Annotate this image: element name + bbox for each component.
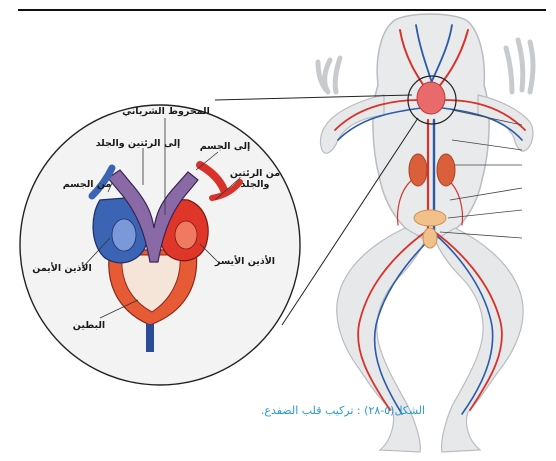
label-right-atrium: الأذين الأيمن xyxy=(22,263,102,274)
figure-caption: الشكل(٥-٢٨) : تركيب قلب الضفدع. xyxy=(238,404,448,417)
label-to-lungs-skin: إلى الرئتين والجلد xyxy=(94,138,182,149)
label-ventricle: البطين xyxy=(62,320,116,331)
label-from-lungs-skin: من الرئتين والجلد xyxy=(228,168,282,190)
label-to-body: إلى الجسم xyxy=(196,141,254,152)
label-from-body: من الجسم xyxy=(56,179,118,190)
label-conus-arteriosus: المخروط الشرياني xyxy=(110,106,222,117)
label-left-atrium: الأذين الأيسر xyxy=(206,256,284,267)
